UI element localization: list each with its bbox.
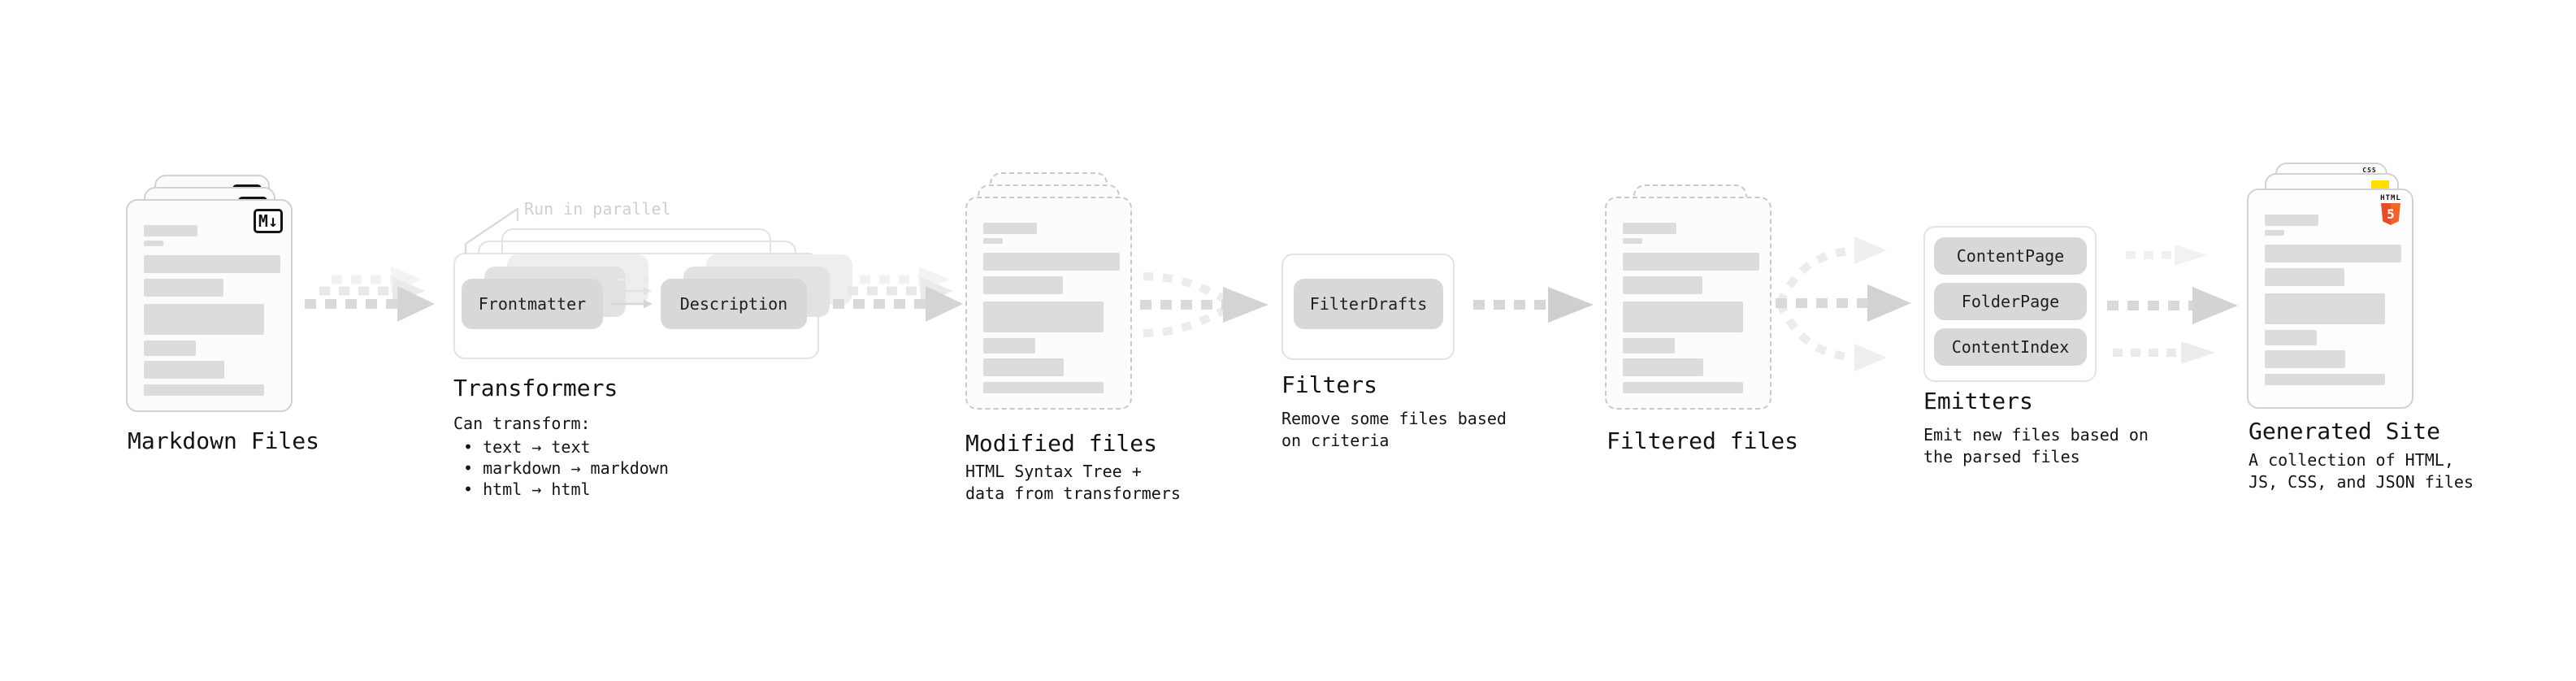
skeleton-text-bar <box>983 338 1035 354</box>
skeleton-text-bar <box>1623 253 1759 271</box>
skeleton-text-bar <box>1623 358 1703 376</box>
folderpage-box: FolderPage <box>1934 283 2087 320</box>
filters-description: Remove some files based on criteria <box>1281 409 1507 450</box>
skeleton-text-bar <box>2265 330 2317 345</box>
filtered-files-label: Filtered files <box>1607 427 1799 454</box>
filtered-file-front <box>1605 197 1772 410</box>
skeleton-text-bar <box>144 255 280 273</box>
skeleton-text-bar <box>983 223 1037 234</box>
filters-title: Filters <box>1281 371 1378 398</box>
markdown-files-label: Markdown Files <box>128 427 320 454</box>
html5-icon: HTML 5 <box>2379 194 2402 225</box>
transformer-flow-arrows <box>611 275 653 309</box>
skeleton-text-bar <box>983 358 1064 376</box>
arrow-transformers-to-modified <box>833 267 963 322</box>
arrows-emitters-to-generated <box>2107 245 2238 364</box>
skeleton-text-bar <box>983 253 1120 271</box>
modified-files-label: Modified files <box>965 430 1158 457</box>
generated-site-label: Generated Site <box>2249 418 2441 445</box>
skeleton-text-bar <box>2265 293 2385 324</box>
markdown-icon: M↓ <box>253 209 283 233</box>
frontmatter-box: Frontmatter <box>462 279 603 329</box>
emitters-title: Emitters <box>1923 388 2033 414</box>
skeleton-text-bar <box>2265 374 2385 385</box>
skeleton-text-bar <box>1623 338 1675 354</box>
modified-file-front <box>965 197 1132 410</box>
skeleton-text-bar <box>144 241 163 246</box>
run-in-parallel-leader-line <box>464 207 519 254</box>
transformers-title: Transformers <box>453 375 618 401</box>
run-in-parallel-annotation: Run in parallel <box>524 199 671 219</box>
filterdrafts-box: FilterDrafts <box>1294 279 1443 329</box>
skeleton-text-bar <box>2265 230 2284 236</box>
skeleton-text-bar <box>1623 276 1702 294</box>
skeleton-text-bar <box>1623 238 1642 244</box>
contentpage-box: ContentPage <box>1934 237 2087 275</box>
skeleton-text-bar <box>983 382 1104 393</box>
arrow-modified-to-filters <box>1140 272 1268 337</box>
skeleton-text-bar <box>2265 350 2345 368</box>
markdown-file-front: M↓ <box>126 199 293 412</box>
skeleton-text-bar <box>1623 382 1743 393</box>
emitters-description: Emit new files based on the parsed files <box>1923 425 2149 466</box>
modified-files-description: HTML Syntax Tree + data from transformer… <box>965 462 1181 503</box>
transformers-bullet: • html → html <box>463 479 591 499</box>
transformers-bullet: • markdown → markdown <box>463 458 669 478</box>
contentindex-box: ContentIndex <box>1934 328 2087 366</box>
generated-site-description: A collection of HTML, JS, CSS, and JSON … <box>2249 450 2474 492</box>
skeleton-text-bar <box>2265 215 2318 226</box>
skeleton-text-bar <box>1623 223 1676 234</box>
skeleton-text-bar <box>1623 301 1743 332</box>
skeleton-text-bar <box>2265 245 2401 262</box>
skeleton-text-bar <box>144 384 264 396</box>
skeleton-text-bar <box>983 238 1003 244</box>
skeleton-text-bar <box>144 279 223 297</box>
skeleton-text-bar <box>144 225 197 236</box>
arrow-markdown-to-transformers <box>305 267 435 322</box>
arrow-filters-to-filtered <box>1473 287 1594 323</box>
transformers-description-heading: Can transform: <box>453 414 591 433</box>
generated-file-html: HTML 5 <box>2247 189 2413 409</box>
arrow-filtered-to-emitters <box>1776 236 1911 371</box>
skeleton-text-bar <box>144 361 224 379</box>
transformers-bullet-list: • text → text • markdown → markdown • ht… <box>453 436 669 500</box>
skeleton-text-bar <box>983 276 1063 294</box>
skeleton-text-bar <box>2265 268 2344 286</box>
skeleton-text-bar <box>144 340 196 356</box>
transformers-bullet: • text → text <box>463 437 591 457</box>
skeleton-text-bar <box>983 301 1104 332</box>
skeleton-text-bar <box>144 304 264 335</box>
description-box: Description <box>661 279 807 329</box>
